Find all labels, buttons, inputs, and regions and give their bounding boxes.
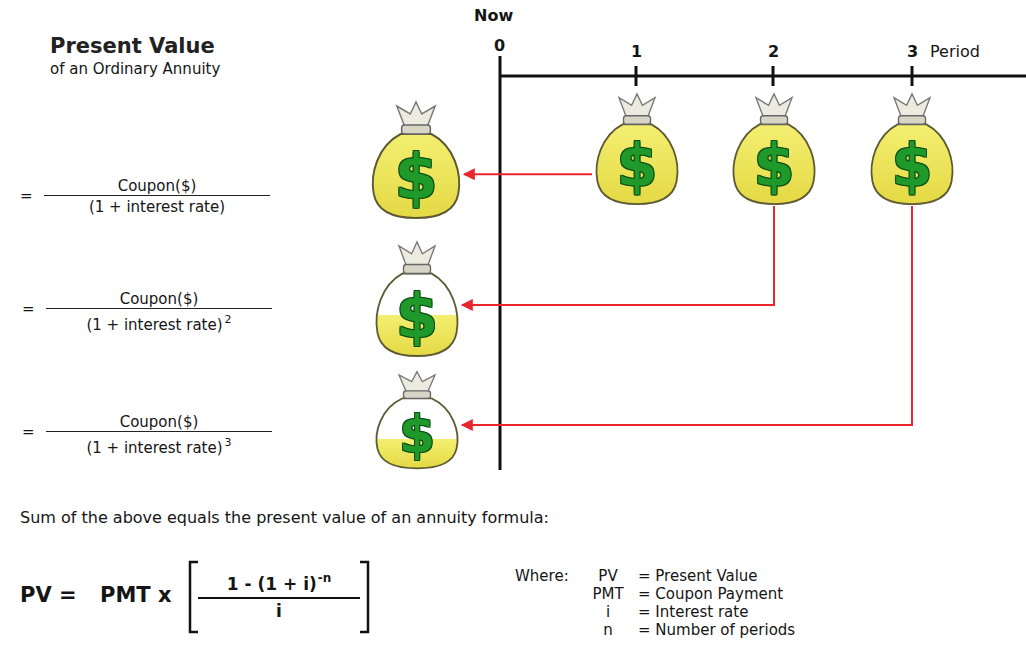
dollar-sign: $ [891,136,932,195]
arrow-connector [462,206,912,425]
now-axis [499,56,502,470]
fraction-denominator: i [198,599,360,624]
equals-sign: = [22,423,35,441]
symbol-name: PMT [592,585,623,603]
formula-term: PMT x [100,583,171,607]
text-holder: of an Ordinary Annuity [50,59,220,78]
numerator-text: Coupon($) [120,413,199,431]
subtitle: of an Ordinary Annuity [50,60,220,78]
equals-holder: = [22,299,35,318]
period-number: 0 [494,36,505,55]
exponent: 3 [225,436,232,449]
fraction: Coupon($)(1 + interest rate)3 [46,413,272,458]
numerator-text: Coupon($) [120,290,199,308]
fraction-numerator: 1 - (1 + i)-n [198,566,360,599]
period-tick [911,66,914,86]
period-tick [772,66,775,86]
text-holder: PMT x [100,583,171,608]
equals-holder: = [20,186,33,205]
symbol-definition: = Present Value [638,567,758,585]
symbol-cell: PV [582,566,634,585]
dollar-sign: $ [399,408,435,460]
period-axis [500,75,1026,78]
exponent: 2 [225,313,232,326]
title-box: Present Value [50,34,215,59]
diagram-title: Present Value [50,34,215,58]
arrow-connector [464,173,592,175]
fraction-numerator: Coupon($) [44,177,270,196]
fraction-numerator: Coupon($) [46,290,272,309]
text-holder: 1 [631,42,642,61]
arrow-connector [462,206,774,305]
symbol-name: n [603,621,613,639]
text-holder: 0 [494,36,505,55]
equals-sign: = [22,300,35,318]
fraction: Coupon($)(1 + interest rate)2 [46,290,272,335]
now-label: Now [474,6,513,25]
symbol-cell: PMT [582,584,634,603]
definition-cell: = Interest rate [638,602,748,621]
definition-cell: = Coupon Payment [638,584,783,603]
period-number: 2 [768,42,779,61]
text-holder: Where: [515,566,569,585]
money-bag: $ [729,92,819,206]
period-number: 3 [907,42,918,61]
text-holder: 2 [768,42,779,61]
money-bag: $ [372,370,462,470]
money-bag: $ [372,240,462,358]
text-holder: Sum of the above equals the present valu… [20,508,549,527]
fraction-denominator: (1 + interest rate)3 [46,432,272,458]
legend-heading: Where: [515,567,569,585]
denominator-text: (1 + interest rate) [89,198,225,216]
symbol-definition: = Coupon Payment [638,585,783,603]
definition-cell: = Present Value [638,566,758,585]
fraction-numerator: Coupon($) [46,413,272,432]
dollar-sign: $ [753,136,794,195]
denominator-text: (1 + interest rate) [86,439,222,457]
formula-denominator: i [276,601,282,621]
equals-sign: = [20,187,33,205]
money-bag: $ [592,92,682,206]
fraction-denominator: (1 + interest rate) [44,196,270,217]
dollar-sign: $ [394,146,437,208]
symbol-definition: = Number of periods [638,621,795,639]
left-bracket [190,562,198,632]
formula-term: PV = [20,583,77,607]
period-tick [635,66,638,86]
exponent: -n [318,571,332,585]
formula-numerator: 1 - (1 + i) [227,574,317,594]
text-holder: PV = [20,583,77,608]
dollar-sign: $ [616,136,657,195]
fraction-denominator: (1 + interest rate)2 [46,309,272,335]
text-holder: 3 [907,42,918,61]
equals-holder: = [22,422,35,441]
denominator-text: (1 + interest rate) [86,316,222,334]
formula-intro: Sum of the above equals the present valu… [20,508,549,527]
period-number: 1 [631,42,642,61]
symbol-name: i [606,603,610,621]
right-bracket [360,562,368,632]
formula-fraction: 1 - (1 + i)-ni [198,566,360,624]
money-bag: $ [867,92,957,206]
text-holder: Period [930,42,980,61]
symbol-cell: i [582,602,634,621]
definition-cell: = Number of periods [638,620,795,639]
symbol-definition: = Interest rate [638,603,748,621]
axis-label: Period [930,42,980,61]
symbol-cell: n [582,620,634,639]
numerator-text: Coupon($) [118,177,197,195]
text-holder: Now [474,6,513,25]
fraction: Coupon($) (1 + interest rate) [44,177,270,217]
dollar-sign: $ [396,285,438,346]
money-bag: $ [368,100,464,220]
symbol-name: PV [598,567,617,585]
